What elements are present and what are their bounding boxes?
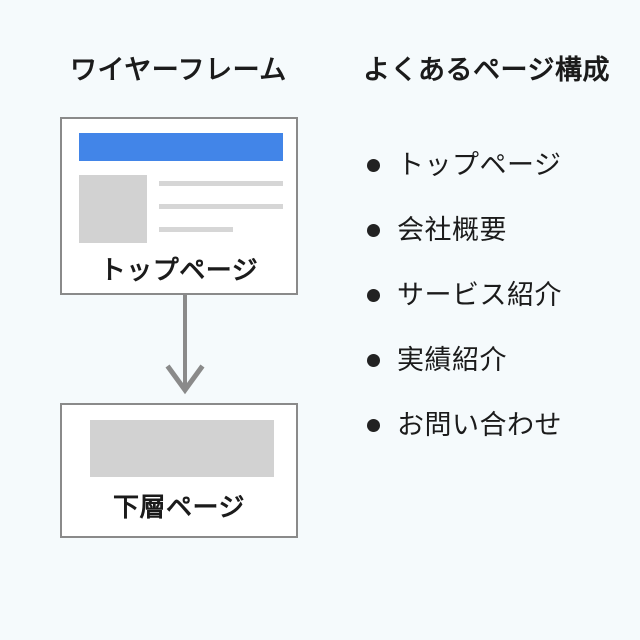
- list-item: 実績紹介: [367, 328, 632, 393]
- wireframe-card-label: 下層ページ: [113, 492, 245, 522]
- list-item: 会社概要: [367, 198, 632, 263]
- wireframe-text-lines: [159, 181, 283, 250]
- list-item-label: お問い合わせ: [397, 410, 562, 440]
- list-item-label: 実績紹介: [397, 345, 507, 375]
- bullet-dot-icon: [367, 224, 380, 237]
- wireframe-content-placeholder: [90, 420, 274, 477]
- bullet-dot-icon: [367, 354, 380, 367]
- page-structure-list: トップページ 会社概要 サービス紹介 実績紹介 お問い合わせ: [367, 133, 632, 458]
- wireframe-header-bar: [79, 133, 283, 161]
- list-item: サービス紹介: [367, 263, 632, 328]
- flow-arrow-down-icon: [165, 294, 205, 395]
- wireframe-text-line: [159, 181, 283, 186]
- wireframe-card-lower-page: 下層ページ: [60, 403, 298, 538]
- bullet-dot-icon: [367, 159, 380, 172]
- list-item-label: 会社概要: [397, 215, 507, 245]
- list-item: トップページ: [367, 133, 632, 198]
- bullet-dot-icon: [367, 289, 380, 302]
- list-item: お問い合わせ: [367, 393, 632, 458]
- wireframe-text-line: [159, 204, 283, 209]
- page-structure-column-heading: よくあるページ構成: [363, 55, 610, 85]
- wireframe-column-heading: ワイヤーフレーム: [70, 55, 287, 85]
- bullet-dot-icon: [367, 419, 380, 432]
- list-item-label: サービス紹介: [397, 280, 562, 310]
- wireframe-text-line: [159, 227, 234, 232]
- wireframe-card-top-page: トップページ: [60, 117, 298, 295]
- wireframe-card-label: トップページ: [99, 255, 259, 285]
- list-item-label: トップページ: [397, 150, 562, 180]
- wireframe-image-placeholder: [79, 175, 147, 243]
